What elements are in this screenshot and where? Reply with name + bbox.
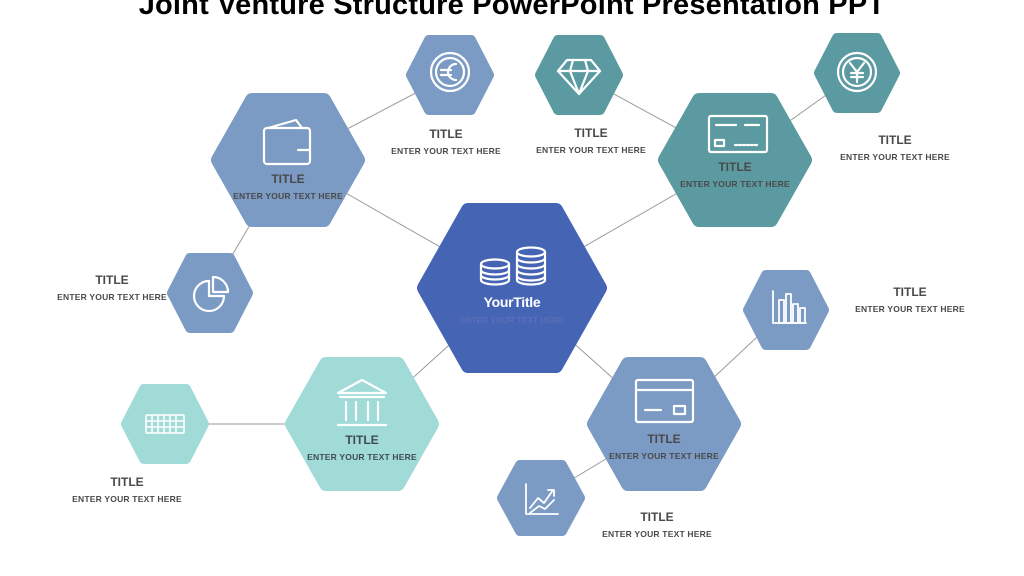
credit-card-icon: [634, 378, 695, 424]
bar-chart-icon: [772, 290, 807, 324]
slide-title: Joint Venture Structure PowerPoint Prese…: [138, 0, 886, 21]
wallet-icon: [262, 118, 312, 166]
diamond-icon: [556, 58, 602, 96]
coins-stack-icon: [479, 246, 547, 286]
keyboard-icon: [145, 414, 185, 434]
keyboard-hexagon: [121, 384, 209, 464]
growth-hexagon: [497, 460, 585, 536]
pie-chart-icon: [192, 275, 230, 313]
card-icon: [707, 114, 769, 154]
bank-icon: [336, 378, 388, 427]
wallet-hexagon: [211, 93, 365, 227]
center-hexagon: [417, 203, 607, 373]
diamond-hexagon: [535, 35, 623, 115]
yen-coin-icon: [836, 51, 878, 93]
euro-coin-icon: [429, 51, 471, 93]
creditcard-hexagon: [587, 357, 741, 491]
card-hexagon: [658, 93, 812, 227]
growth-chart-icon: [525, 483, 559, 515]
